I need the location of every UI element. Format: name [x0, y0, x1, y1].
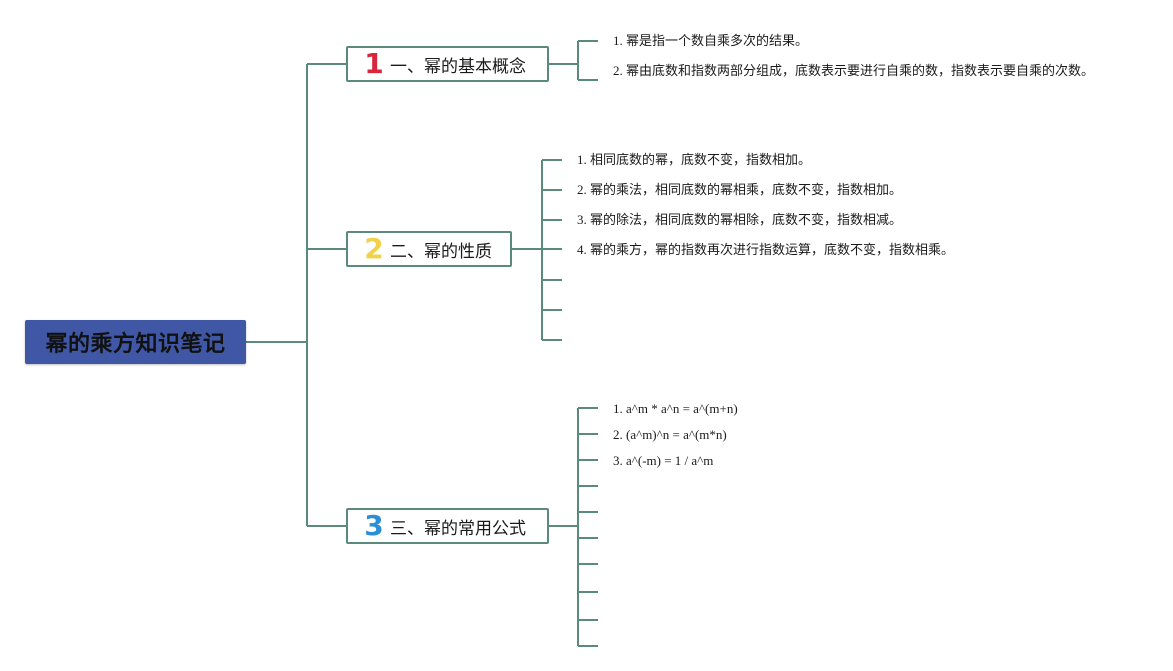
- topic-common-formulas[interactable]: 3 三、幂的常用公式: [346, 508, 549, 544]
- leaf-item[interactable]: 1. a^m * a^n = a^(m+n): [613, 401, 738, 416]
- leaf-item[interactable]: 2. (a^m)^n = a^(m*n): [613, 427, 727, 442]
- leaf-item[interactable]: 3. 幂的除法，相同底数的幂相除，底数不变，指数相减。: [577, 212, 903, 227]
- topic-basic-concept[interactable]: 1 一、幂的基本概念: [346, 46, 549, 82]
- leaf-item[interactable]: 2. 幂由底数和指数两部分组成，底数表示要进行自乘的数，指数表示要自乘的次数。: [613, 63, 1095, 78]
- root-topic-label: 幂的乘方知识笔记: [45, 332, 226, 357]
- number-2-icon: 2: [364, 232, 384, 265]
- leaf-item[interactable]: 2. 幂的乘法，相同底数的幂相乘，底数不变，指数相加。: [577, 182, 903, 197]
- leaf-item[interactable]: 4. 幂的乘方，幂的指数再次进行指数运算，底数不变，指数相乘。: [577, 242, 955, 257]
- root-topic[interactable]: 幂的乘方知识笔记: [25, 320, 246, 364]
- leaf-item[interactable]: 3. a^(-m) = 1 / a^m: [613, 453, 714, 468]
- topic-label: 二、幂的性质: [390, 241, 492, 262]
- leaf-item[interactable]: 1. 相同底数的幂，底数不变，指数相加。: [577, 152, 812, 167]
- number-1-icon: 1: [364, 47, 384, 80]
- topic-label: 三、幂的常用公式: [390, 518, 526, 539]
- topic-properties[interactable]: 2 二、幂的性质: [346, 231, 512, 267]
- topic-label: 一、幂的基本概念: [390, 56, 526, 77]
- leaf-item[interactable]: 1. 幂是指一个数自乘多次的结果。: [613, 33, 809, 48]
- number-3-icon: 3: [364, 509, 384, 542]
